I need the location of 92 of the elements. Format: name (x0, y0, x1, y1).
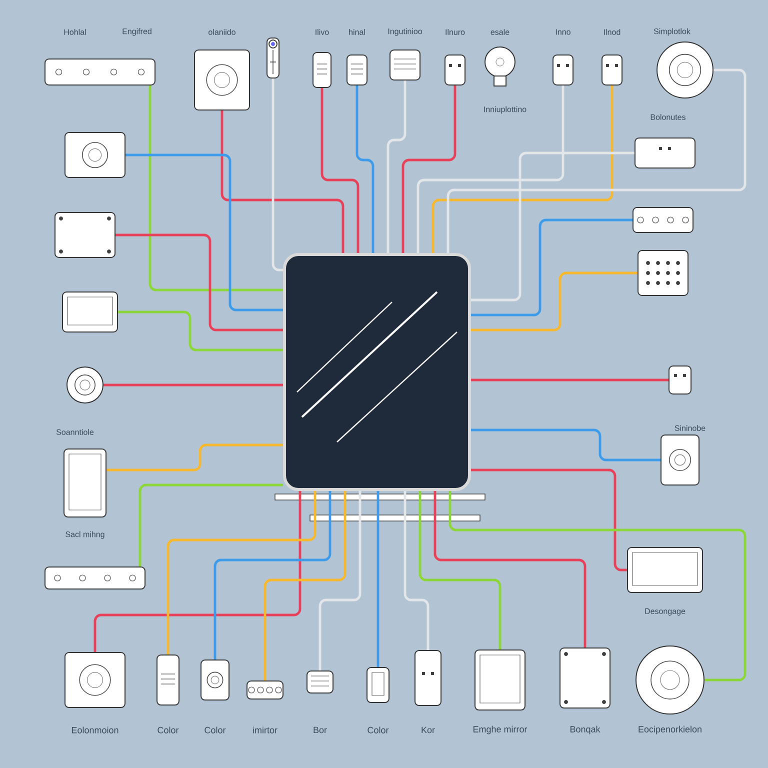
round-connector (636, 646, 704, 714)
cable (471, 468, 627, 572)
usb-plug (602, 54, 622, 86)
tablet (474, 650, 526, 710)
cable (471, 378, 668, 382)
device-label: Sacl mihng (66, 531, 104, 539)
device-label: Hohlal (64, 29, 86, 35)
connector-plug (200, 660, 230, 700)
cable (320, 88, 360, 253)
device-label: Bolonutes (650, 114, 686, 120)
connector-plug (346, 54, 368, 86)
device-label: Bor (314, 726, 327, 734)
cable (214, 491, 332, 660)
cable (432, 86, 614, 253)
cable (434, 491, 586, 648)
device-label: olaniido (208, 29, 236, 35)
cable (148, 86, 283, 292)
small-sensor (668, 366, 692, 394)
usb-plug (552, 54, 574, 86)
device-label: hinal (349, 29, 365, 35)
connector-plug (414, 650, 442, 706)
cable (118, 310, 283, 352)
device-label: Ilivo (316, 29, 329, 35)
sensor-module (64, 652, 126, 708)
network-plug (312, 52, 332, 88)
connector-strip (44, 566, 146, 590)
cable (404, 491, 430, 650)
cable (106, 444, 283, 472)
device-label: Ilnod (604, 29, 620, 35)
keypad-strip (632, 207, 694, 233)
keypad (638, 250, 688, 296)
device-label: Kor (422, 726, 435, 734)
device-label: Eocipenorkielon (638, 726, 702, 734)
cable (446, 68, 746, 253)
cable (318, 491, 362, 670)
cable (471, 272, 638, 332)
connector-plug (366, 667, 390, 703)
cable (166, 491, 316, 654)
camera-module (64, 132, 126, 178)
device-label: Inniuplottino (484, 106, 526, 114)
cable (220, 110, 344, 253)
cable (416, 86, 564, 253)
cable (471, 428, 660, 462)
cable (138, 484, 283, 566)
device-label: Ingutinioo (388, 28, 422, 36)
connector-strip (44, 58, 156, 86)
cable (356, 86, 374, 253)
cable (471, 218, 632, 316)
circuit-board (660, 434, 700, 486)
circuit-board (54, 212, 116, 258)
cable (418, 491, 502, 650)
cable (386, 80, 406, 253)
cable (116, 234, 283, 332)
round-knob (66, 366, 104, 404)
cable (126, 154, 283, 312)
display (62, 292, 118, 332)
device-label: imirtor (253, 726, 278, 734)
lock (306, 670, 334, 694)
cable (376, 491, 380, 667)
usb-plug (444, 54, 466, 86)
cable (272, 78, 283, 272)
device-label: Inno (556, 29, 570, 35)
device-label: Color (204, 726, 226, 734)
cable (264, 491, 346, 680)
device-label: Simplotlok (654, 28, 690, 36)
pin-header (246, 680, 284, 700)
phone (64, 448, 106, 518)
device-label: esale (490, 29, 510, 35)
cable (104, 384, 283, 386)
pin-board (560, 648, 610, 708)
device-label: Color (368, 726, 389, 734)
sensor-module (634, 138, 696, 168)
socket-panel (194, 50, 250, 110)
device-label: Soanntiole (56, 429, 94, 435)
chip-module (390, 50, 420, 80)
cable (402, 86, 456, 253)
cable (471, 152, 634, 302)
cable (448, 491, 746, 682)
round-disc (656, 42, 714, 98)
connector-plug (156, 654, 180, 706)
device-label: Sininobe (674, 425, 706, 431)
probe (266, 38, 280, 78)
processor-chip (283, 253, 471, 491)
device-label: Desongage (645, 608, 686, 616)
monitor (627, 547, 703, 593)
device-label: Eolonmoion (72, 726, 118, 734)
device-label: Engifred (122, 28, 152, 36)
device-label: Color (158, 726, 179, 734)
device-label: Bonqak (570, 726, 600, 734)
device-label: Ilnuro (446, 29, 465, 35)
cable (94, 491, 302, 652)
device-label: Emghe mirror (474, 726, 528, 734)
